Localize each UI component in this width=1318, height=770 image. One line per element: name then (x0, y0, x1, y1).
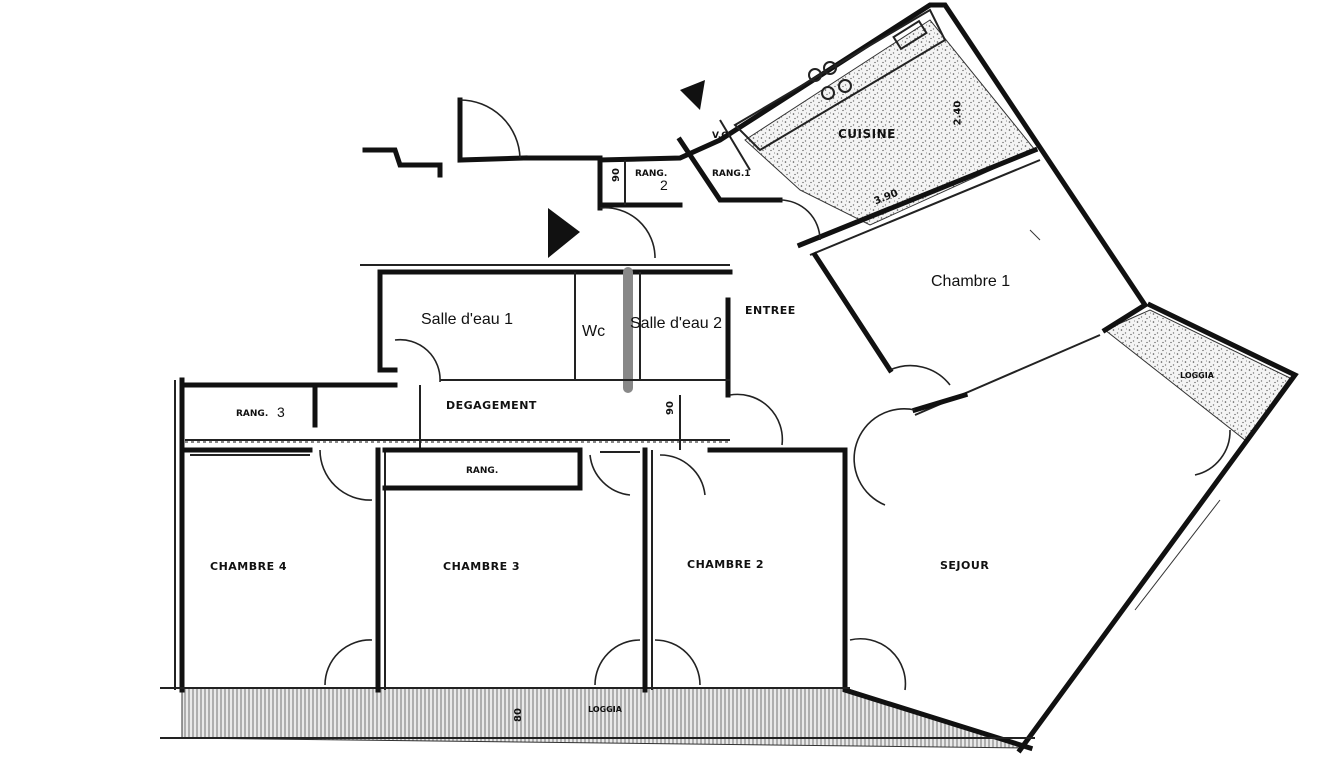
chambre-1-walls (796, 146, 1101, 416)
label-chambre-4: CHAMBRE 4 (210, 560, 288, 573)
dimension-240: 2.40 (952, 100, 964, 126)
dimension-80-bottom: 80 (512, 708, 524, 722)
dimension-90-top: 90 (610, 168, 622, 182)
label-wc: Wc (582, 323, 606, 340)
label-salle-eau-1: Salle d'eau 1 (421, 311, 514, 328)
doors (319, 99, 1231, 691)
dimension-90-mid: 90 (664, 401, 676, 415)
label-rang-2-number: 2 (660, 177, 668, 193)
vo-rang-zone (597, 119, 783, 208)
label-rang-3-number: 3 (277, 404, 285, 420)
label-vo: V.O. (712, 131, 733, 141)
kitchen-floor (744, 19, 1036, 226)
label-chambre-1: Chambre 1 (931, 273, 1011, 290)
label-chambre-3: CHAMBRE 3 (443, 560, 521, 573)
entry-arrow-icon (548, 208, 580, 258)
label-loggia-bottom: LOGGIA (588, 705, 622, 714)
outer-walls (160, 2, 1299, 754)
corridor (179, 382, 730, 450)
label-cuisine: CUISINE (838, 127, 896, 141)
label-rang-center: RANG. (466, 466, 499, 476)
label-loggia-right: LOGGIA (1180, 371, 1214, 380)
label-rang-1: RANG.1 (712, 169, 751, 179)
bathroom-block (360, 264, 733, 398)
label-entree: ENTREE (745, 304, 796, 317)
label-rang-3: RANG. (236, 409, 269, 419)
label-rang-2: RANG. (635, 169, 668, 179)
label-chambre-2: CHAMBRE 2 (687, 558, 765, 571)
label-degagement: DEGAGEMENT (446, 399, 537, 412)
label-sejour: SEJOUR (940, 559, 990, 572)
bedroom-walls (182, 447, 843, 693)
label-salle-eau-2: Salle d'eau 2 (630, 315, 723, 332)
sejour-interior (1029, 229, 1221, 611)
kitchen-counter (680, 8, 947, 152)
